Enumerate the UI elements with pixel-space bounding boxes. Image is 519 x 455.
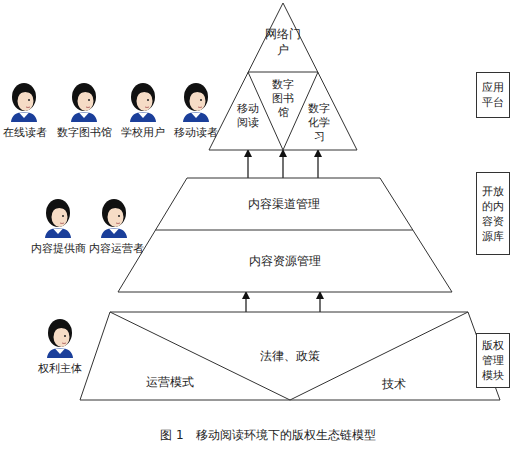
flow-arrow [319,292,320,312]
divider-line [248,72,318,73]
role-label: 学校用户 [121,126,165,140]
person-icon [45,199,71,238]
outline [209,3,357,150]
node-text: 移动阅读 [236,102,259,130]
node-text: 内容渠道管理 [248,197,320,211]
figure-caption: 图 1 移动阅读环境下的版权生态链模型 [160,428,375,442]
role-label: 内容提供商 [31,242,86,256]
region-text: 运营模式 [125,372,215,392]
region-text: 技术 [372,374,416,394]
flow-arrow [247,150,248,178]
region-text: 内容资源管理 [160,230,410,292]
node-text: 开放的内容资源库 [481,184,505,244]
node-text: 数字图书馆 [271,78,294,120]
flow-arrow [317,150,318,178]
module-box: 版权管理模块 [476,333,510,388]
node-text: 技术 [382,377,406,391]
role-label: 在线读者 [3,126,47,140]
person-icon [47,319,73,358]
node-text: 版权管理模块 [481,338,505,383]
region-text: 数字图书馆 [271,77,295,121]
region-text: 数字化学习 [307,101,331,145]
role-label: 移动读者 [174,126,218,140]
region-shape: 网络门户移动阅读数字图书馆数字化学习 [209,3,357,150]
outline [118,178,452,292]
person-icon [183,83,209,122]
person-icon [71,83,97,122]
shape-outline [209,3,357,150]
module-box: 开放的内容资源库 [476,172,510,255]
region-shape: 法律、政策运营模式 技术 [80,312,500,400]
flow-arrow [282,150,283,178]
region-shape: 内容渠道管理内容资源管理 [118,178,452,292]
flow-arrow [245,292,246,312]
role-label: 内容运营者 [89,242,144,256]
person-icon [130,83,156,122]
divider-line [156,230,413,231]
node-text: 运营模式 [146,375,194,389]
node-text: 应用平台 [481,80,505,110]
person-icon [101,199,127,238]
role-label: 数字图书馆 [57,126,112,140]
node-text: 法律、政策 [260,349,320,363]
role-label: 权利主体 [38,362,82,376]
node-text: 内容资源管理 [249,254,321,268]
person-icon [11,83,37,122]
outline [80,312,500,400]
module-box: 应用平台 [476,72,510,118]
shape-outline [118,178,452,292]
region-text: 内容渠道管理 [190,178,377,230]
node-text: 数字化学习 [307,102,330,144]
region-text: 法律、政策 [240,346,340,366]
region-text: 移动阅读 [236,101,260,131]
node-text: 网络门户 [261,26,305,58]
